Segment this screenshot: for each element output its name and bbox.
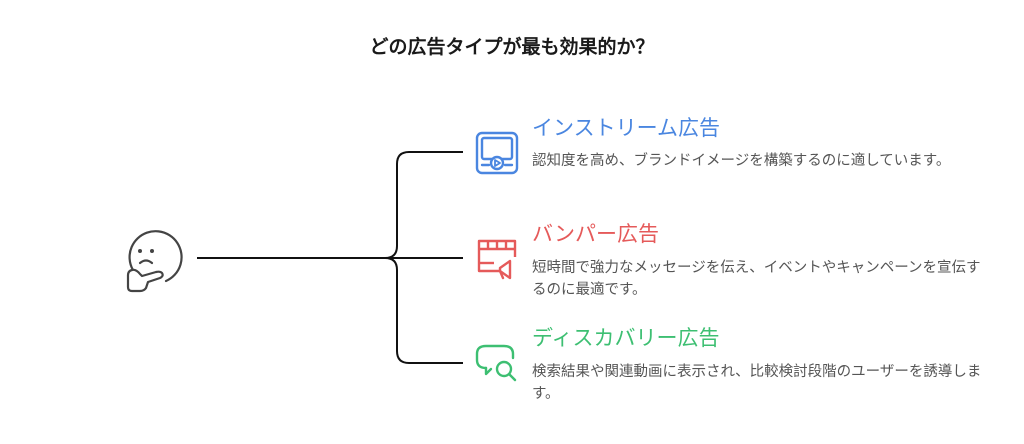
branch-description-discovery: 検索結果や関連動画に表示され、比較検討段階のユーザーを誘導します。 [532, 364, 982, 402]
thinking-face-icon [116, 224, 186, 294]
branch-title-bumper: バンパー広告 [532, 222, 660, 246]
bracket-top [384, 151, 463, 259]
diagram-title: どの広告タイプが最も効果的か？ [369, 36, 655, 58]
branch-description-bumper: 短時間で強力なメッセージを伝え、イベントやキャンペーンを宣伝するのに最適です。 [532, 260, 981, 298]
branch-title-instream: インストリーム広告 [532, 116, 720, 140]
chat-search-icon [472, 338, 522, 388]
bracket-bottom [384, 257, 463, 364]
branch-title-discovery: ディスカバリー広告 [532, 326, 720, 350]
video-player-icon [472, 128, 522, 178]
film-megaphone-icon [472, 233, 522, 283]
branch-description-instream: 認知度を高め、ブランドイメージを構築するのに適しています。 [532, 153, 951, 169]
